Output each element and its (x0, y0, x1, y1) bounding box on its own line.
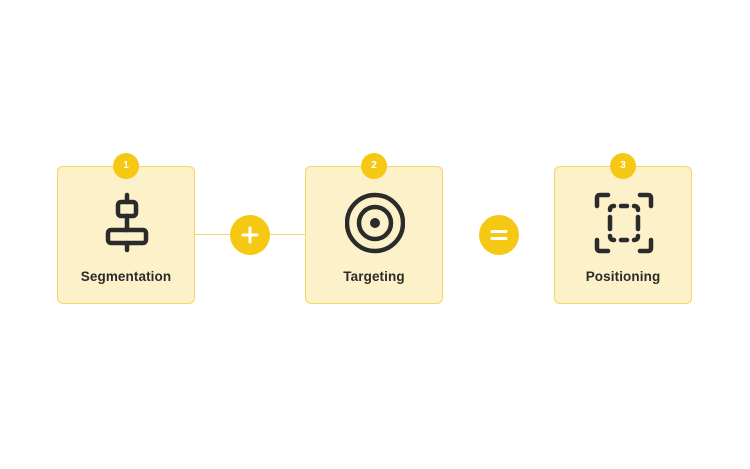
step-label: Segmentation (80, 269, 172, 284)
equals-icon (490, 230, 508, 240)
dashed-square-icon (594, 192, 654, 254)
plus-icon (241, 226, 259, 244)
step-number-badge-3: 3 (610, 153, 636, 179)
step-card-positioning: Positioning (554, 166, 692, 304)
step-number-badge-2: 2 (361, 153, 387, 179)
step-label: Targeting (343, 269, 405, 284)
segmentation-align-icon (105, 192, 149, 253)
step-label: Positioning (585, 269, 661, 284)
step-card-targeting: Targeting (305, 166, 443, 304)
step-number-badge-1: 1 (113, 153, 139, 179)
step-card-segmentation: Segmentation (57, 166, 195, 304)
plus-operator (230, 215, 270, 255)
target-icon (345, 192, 405, 254)
equals-operator (479, 215, 519, 255)
